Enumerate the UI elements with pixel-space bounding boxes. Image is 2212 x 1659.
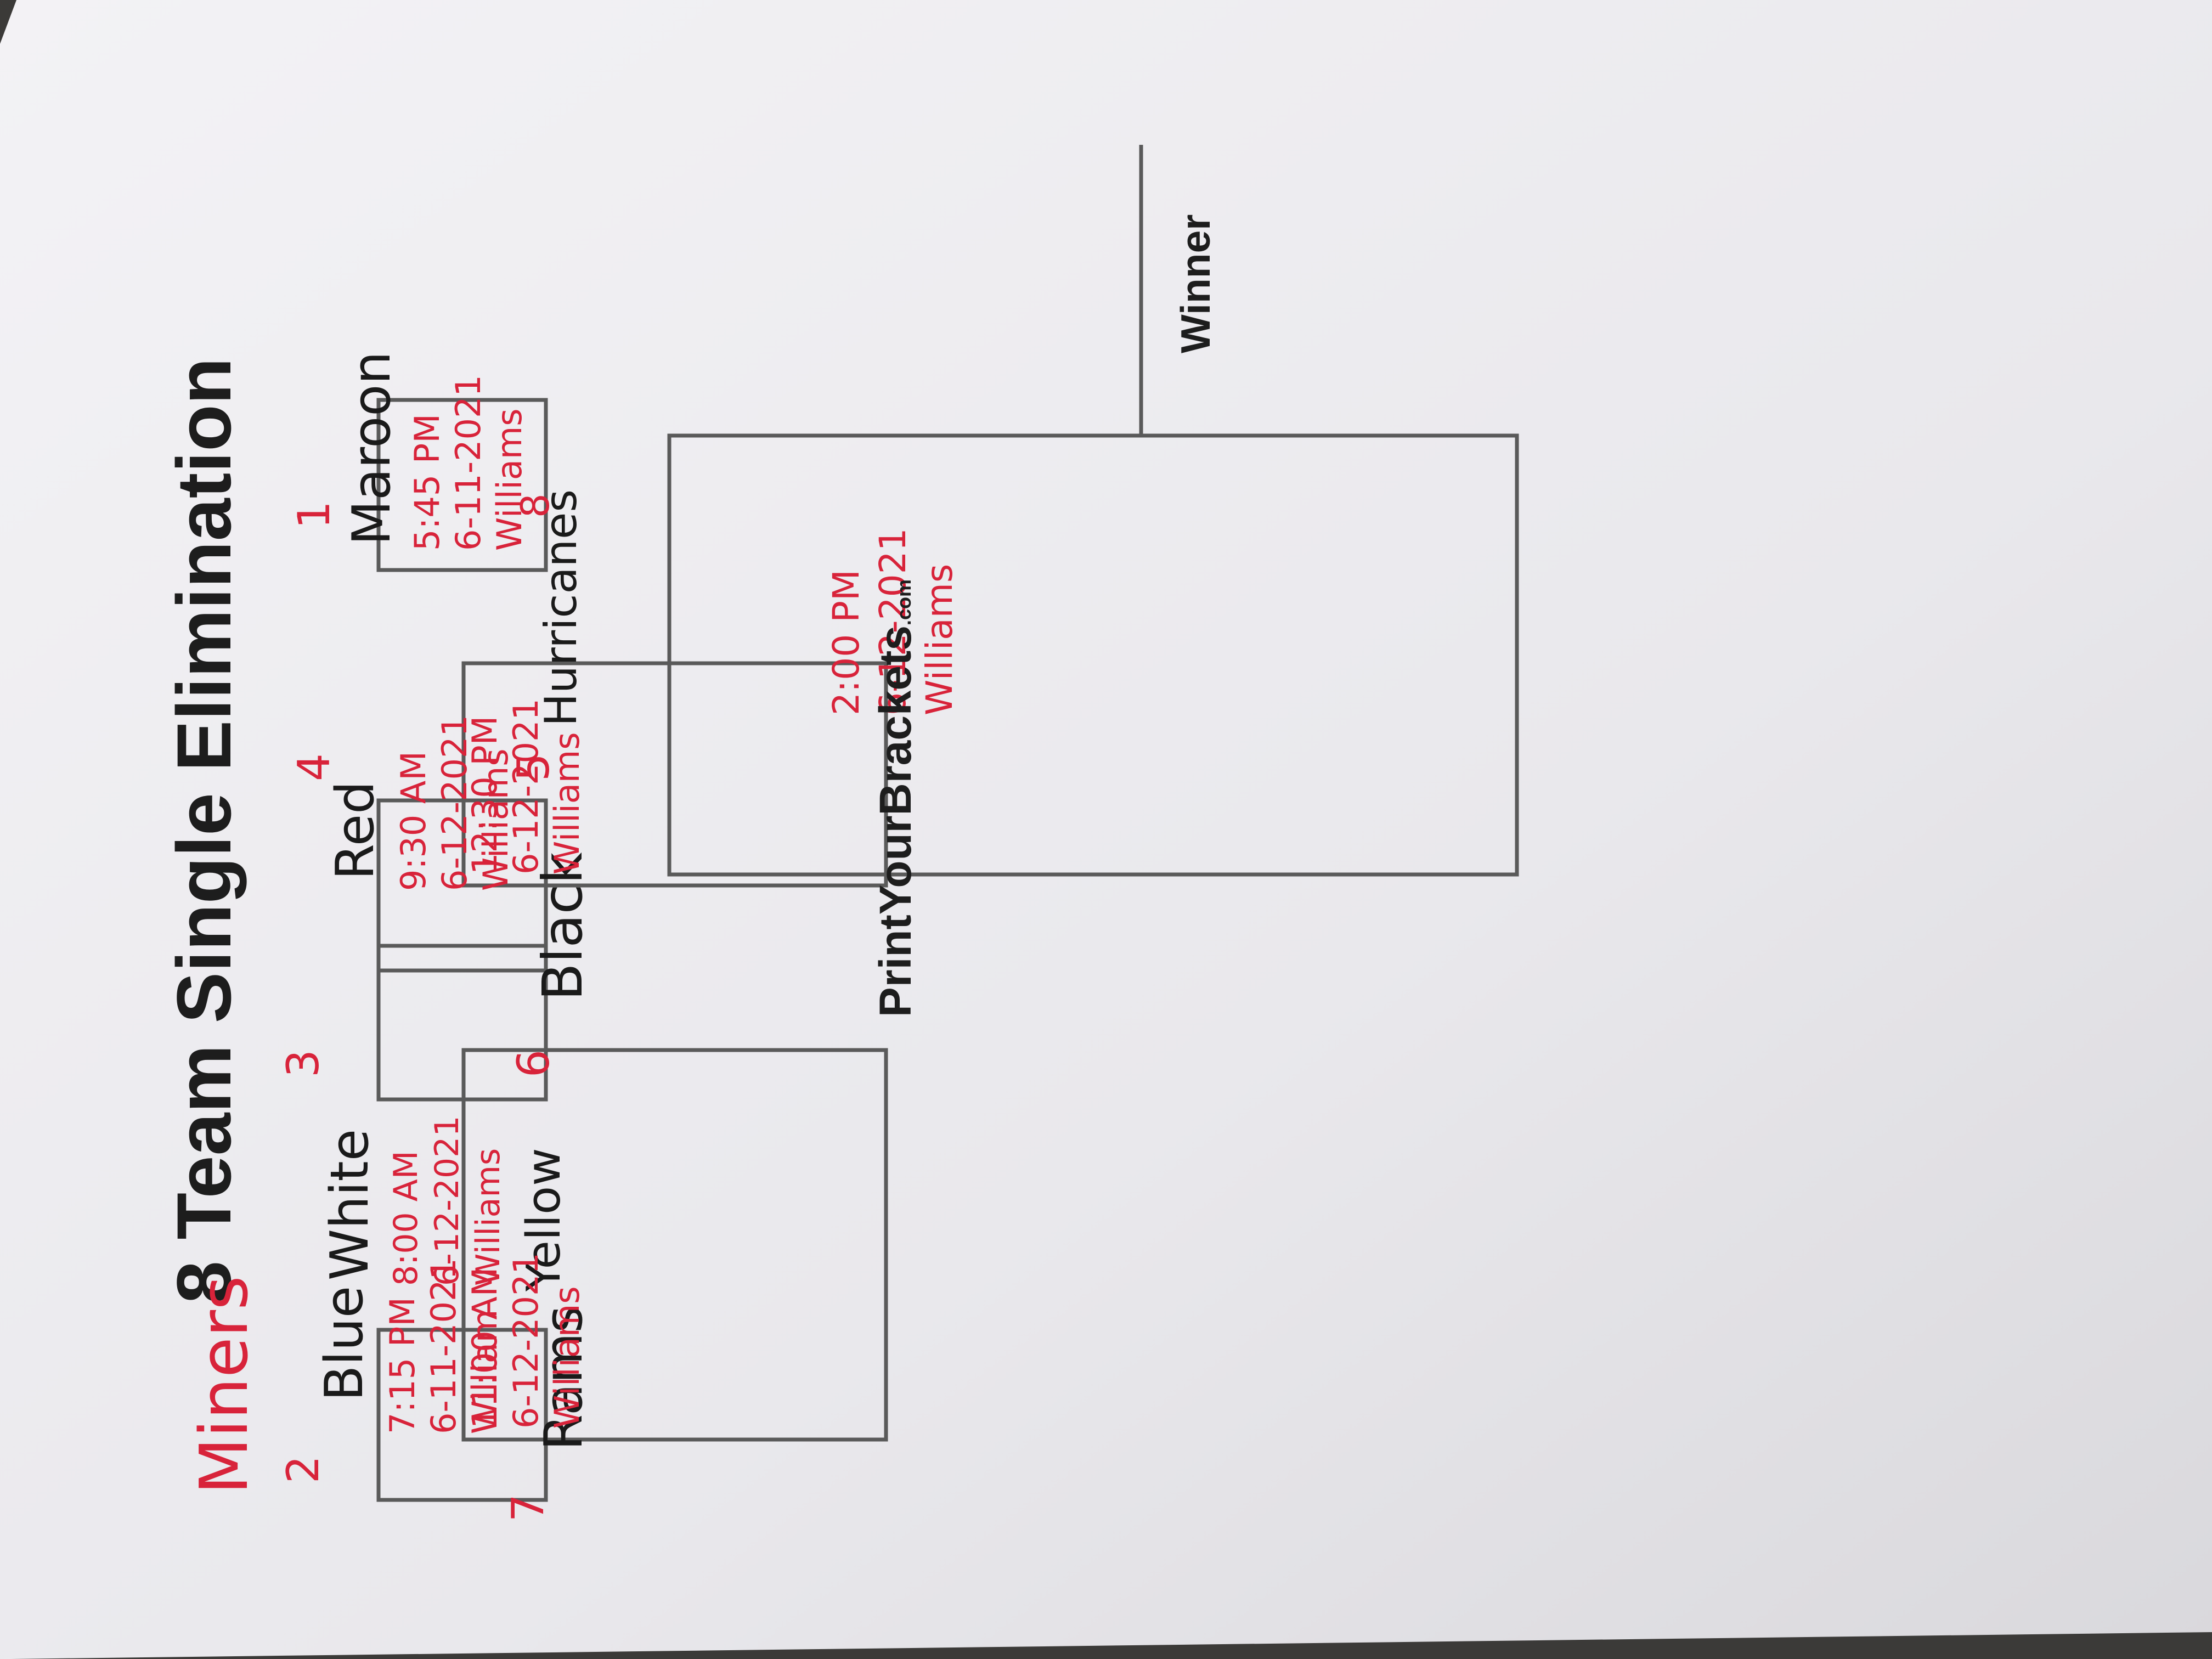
final-time: 2:00 PM <box>825 569 867 715</box>
match1-time: 5:45 PM <box>407 414 447 551</box>
match2-time: 9:30 AM <box>393 751 433 891</box>
rotated-page: 8 Team Single Elimination Miners Winner … <box>161 145 1519 1522</box>
semi1-field: Williams <box>547 732 587 874</box>
brand-logo: PrintYourBrackets.com <box>871 579 921 1017</box>
match-box-4 <box>376 1328 548 1502</box>
semi1-time: 12:30 PM <box>465 716 505 874</box>
semi2-time: 11:00 AM <box>465 1267 505 1429</box>
page-title: 8 Team Single Elimination <box>161 358 247 1304</box>
semi1-date: 6-12-2021 <box>506 698 546 874</box>
team-hurricanes: Hurricanes <box>535 489 586 726</box>
match3-field: Williams <box>469 1148 507 1286</box>
seed-7: 7 <box>503 1494 554 1522</box>
final-match-box <box>667 433 1519 877</box>
seed-6: 6 <box>508 1049 559 1077</box>
seed-4: 4 <box>289 753 340 781</box>
team-black: Black <box>531 852 595 1001</box>
match4-field: William <box>465 1310 505 1434</box>
match1-date: 6-11-2021 <box>448 375 488 551</box>
match-box-1 <box>376 398 548 572</box>
final-date: 6-12-2021 <box>872 528 914 715</box>
team-blue: Blue <box>314 1286 375 1401</box>
team-rams: Rams <box>534 1306 594 1451</box>
match3-time: 8:00 AM <box>387 1150 425 1286</box>
team-white: White <box>320 1129 380 1280</box>
semi2-date: 6-12-2021 <box>506 1252 546 1429</box>
match4-date: 6-11-2021 <box>424 1258 464 1434</box>
semifinal-box-1 <box>461 661 888 888</box>
final-field: Williams <box>918 564 961 715</box>
team-yellow: Yellow <box>517 1148 571 1292</box>
match2-field: Williams <box>476 748 516 891</box>
match3-date: 6-12-2021 <box>428 1115 466 1286</box>
match4-time: 7:15 PM <box>382 1297 422 1434</box>
seed-1: 1 <box>289 501 340 529</box>
match-box-3 <box>376 944 548 1102</box>
team-red: Red <box>325 781 386 881</box>
semi2-field: Williams <box>547 1286 587 1429</box>
match1-field: Williams <box>489 408 529 551</box>
seed-2: 2 <box>278 1455 329 1483</box>
match-box-2 <box>376 798 548 973</box>
semifinal-box-2 <box>461 1048 888 1442</box>
team-maroon: Maroon <box>342 351 402 545</box>
match2-date: 6-12-2021 <box>435 715 475 891</box>
seed-3: 3 <box>278 1049 329 1077</box>
division-label: Miners <box>187 1276 263 1494</box>
seed-5: 5 <box>508 753 559 781</box>
winner-label: Winner <box>1172 215 1218 354</box>
seed-8: 8 <box>513 493 558 518</box>
